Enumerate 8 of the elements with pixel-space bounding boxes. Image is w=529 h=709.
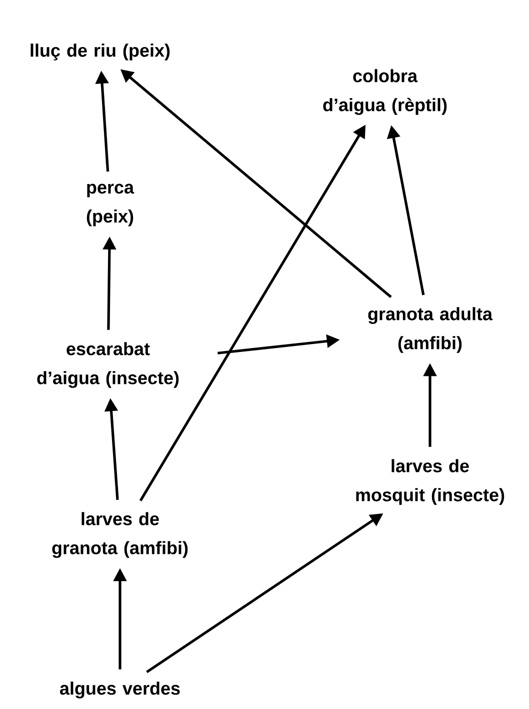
species-label: larves de granota (amfibi): [52, 512, 188, 558]
species-label: larves de mosquit (insecte): [356, 459, 504, 505]
species-label: lluç de riu (peix): [30, 44, 170, 60]
species-label: escarabat d’aigua (insecte): [37, 342, 179, 388]
species-label: colobra d’aigua (rèptil): [323, 69, 447, 115]
species-label: algues verdes: [60, 682, 180, 698]
species-label: granota adulta (amfibi): [368, 307, 493, 353]
species-label: perca (peix): [86, 184, 134, 226]
